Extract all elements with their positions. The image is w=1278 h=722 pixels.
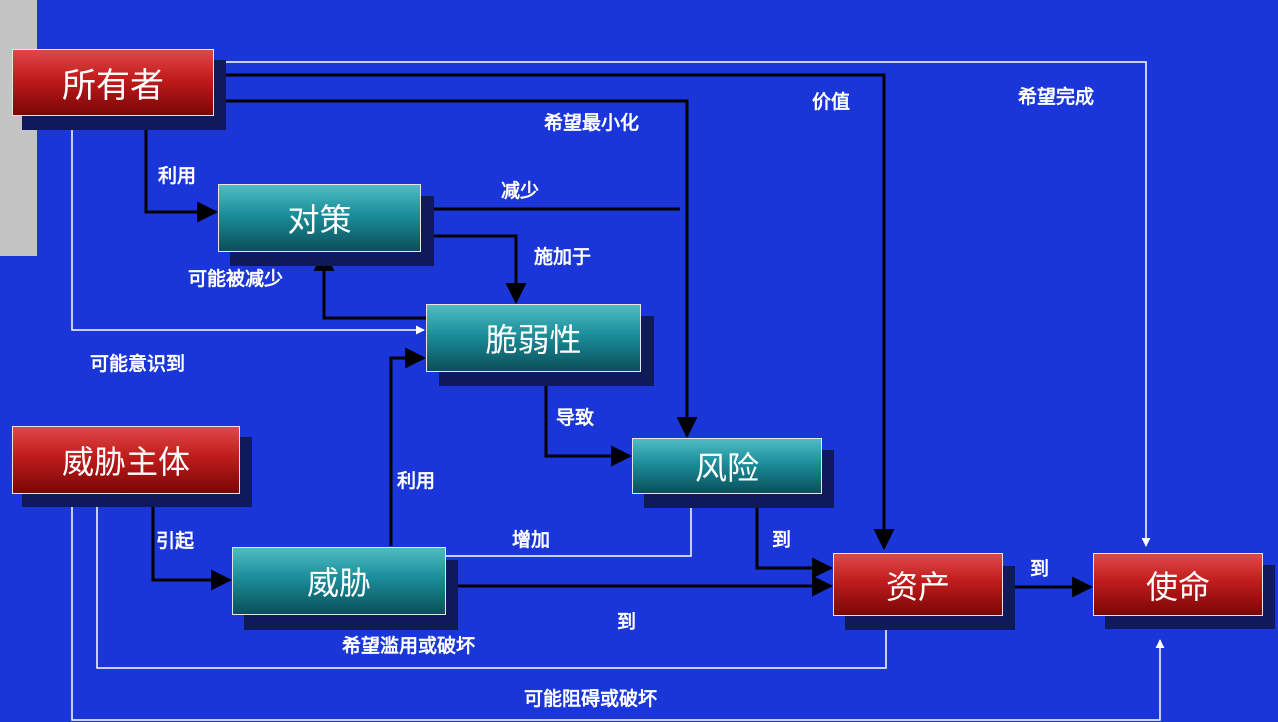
edge-owner-risk-minimize bbox=[214, 99, 698, 439]
edge-vulnerability-countermeasure-reduced bbox=[313, 249, 428, 320]
label-apply-to: 施加于 bbox=[534, 246, 592, 268]
vulnerability-node: 脆弱性 bbox=[426, 304, 641, 372]
label-reduce: 减少 bbox=[501, 180, 540, 202]
threat-agent-node: 威胁主体 bbox=[12, 426, 240, 494]
label-may-be-reduced: 可能被减少 bbox=[188, 268, 284, 290]
label-may-hinder: 可能阻碍或破坏 bbox=[524, 688, 658, 710]
label-to-threat-asset: 到 bbox=[617, 611, 637, 633]
mission-label: 使命 bbox=[1145, 567, 1210, 606]
label-to-asset-mission: 到 bbox=[1030, 558, 1050, 580]
edge-threatagent-mission-hinder bbox=[71, 494, 1165, 721]
asset-node: 资产 bbox=[833, 553, 1003, 616]
asset-label: 资产 bbox=[885, 567, 950, 606]
owner-label: 所有者 bbox=[62, 66, 164, 106]
label-wish-complete: 希望完成 bbox=[1018, 86, 1095, 108]
label-use-countermeasure: 利用 bbox=[158, 165, 197, 187]
owner-node: 所有者 bbox=[12, 49, 214, 116]
label-value: 价值 bbox=[812, 91, 851, 113]
edge-threatagent-threat-cause bbox=[151, 494, 233, 591]
edge-owner-vulnerability-realize bbox=[71, 116, 425, 335]
edge-threat-risk-increase bbox=[446, 495, 696, 557]
edge-owner-countermeasure-use bbox=[144, 116, 219, 223]
edge-owner-asset-value bbox=[214, 73, 895, 551]
edge-countermeasure-vulnerability-apply bbox=[421, 234, 527, 305]
label-to-risk-asset: 到 bbox=[772, 529, 792, 551]
threat-agent-label: 威胁主体 bbox=[61, 443, 190, 481]
label-leads-to: 导致 bbox=[556, 407, 595, 429]
label-increase: 增加 bbox=[512, 529, 551, 551]
edge-threatagent-asset-abuse bbox=[96, 494, 891, 669]
countermeasure-node: 对策 bbox=[218, 184, 421, 252]
vulnerability-label: 脆弱性 bbox=[485, 321, 582, 359]
label-may-realize: 可能意识到 bbox=[90, 353, 186, 375]
label-cause: 引起 bbox=[156, 530, 195, 552]
edge-risk-asset-to bbox=[755, 493, 834, 579]
threat-node: 威胁 bbox=[232, 547, 446, 615]
label-wish-abuse: 希望滥用或破坏 bbox=[342, 635, 476, 657]
edge-vulnerability-risk-leads bbox=[544, 372, 633, 467]
countermeasure-label: 对策 bbox=[287, 201, 352, 239]
mission-node: 使命 bbox=[1093, 553, 1263, 616]
threat-label: 威胁 bbox=[306, 564, 371, 602]
edge-threat-vulnerability-exploit bbox=[389, 347, 427, 546]
edge-owner-mission-complete bbox=[214, 61, 1151, 547]
risk-node: 风险 bbox=[632, 438, 822, 494]
label-wish-minimize: 希望最小化 bbox=[544, 112, 640, 134]
label-exploit: 利用 bbox=[397, 470, 436, 492]
risk-label: 风险 bbox=[694, 449, 759, 487]
